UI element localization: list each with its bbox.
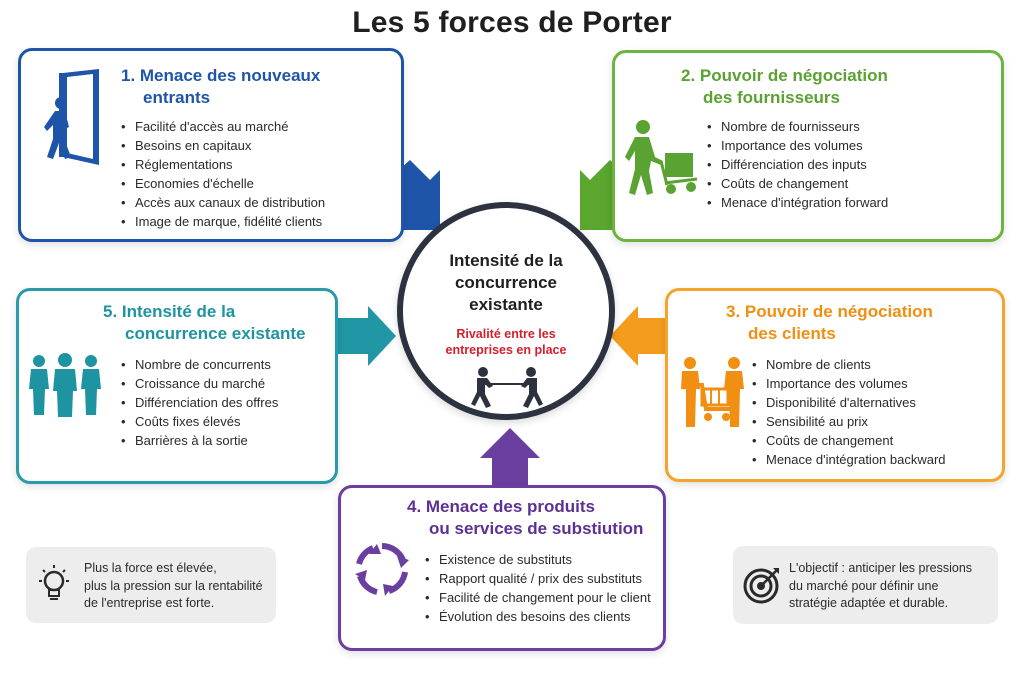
center-circle: Intensité de la concurrence existante Ri…: [397, 202, 615, 420]
force-3-box: 3. Pouvoir de négociation des clients No…: [665, 288, 1005, 482]
list-item: Nombre de concurrents: [121, 355, 278, 374]
force-1-title: 1. Menace des nouveaux entrants: [121, 66, 321, 107]
list-item: Facilité d'accès au marché: [121, 117, 325, 136]
force-2-title: 2. Pouvoir de négociation des fournisseu…: [681, 66, 888, 107]
cycle-arrows-icon: [355, 542, 409, 601]
tug-of-war-icon: [471, 366, 543, 413]
list-item: Évolution des besoins des clients: [425, 607, 651, 626]
list-item: Coûts de changement: [752, 431, 946, 450]
force-4-title: 4. Menace des produits ou services de su…: [407, 497, 644, 538]
list-item: Coûts fixes élevés: [121, 412, 278, 431]
list-item: Rapport qualité / prix des substituts: [425, 569, 651, 588]
force-3-title: 3. Pouvoir de négociation des clients: [726, 302, 933, 343]
arrow-force3: [610, 306, 668, 366]
person-entering-door-icon: [35, 69, 105, 174]
list-item: Coûts de changement: [707, 174, 888, 193]
shopping-cart-customers-icon: [678, 355, 748, 436]
center-title: Intensité de la concurrence existante: [449, 251, 563, 314]
arrow-force4: [480, 428, 540, 486]
list-item: Image de marque, fidélité clients: [121, 212, 325, 231]
list-item: Nombre de fournisseurs: [707, 117, 888, 136]
force-2-list: Nombre de fournisseurs Importance des vo…: [707, 117, 888, 212]
lightbulb-icon: [36, 563, 72, 613]
force-5-title: 5. Intensité de la concurrence existante: [103, 302, 306, 343]
force-1-box: 1. Menace des nouveaux entrants Facilité…: [18, 48, 404, 242]
list-item: Importance des volumes: [707, 136, 888, 155]
target-icon: [743, 566, 781, 610]
list-item: Différenciation des offres: [121, 393, 278, 412]
delivery-person-icon: [619, 117, 705, 202]
force-4-box: 4. Menace des produits ou services de su…: [338, 485, 666, 651]
list-item: Nombre de clients: [752, 355, 946, 374]
note-right: L'objectif : anticiper les pressions du …: [733, 546, 998, 624]
list-item: Barrières à la sortie: [121, 431, 278, 450]
force-2-box: 2. Pouvoir de négociation des fournisseu…: [612, 50, 1004, 242]
page-title: Les 5 forces de Porter: [352, 6, 672, 39]
force-5-list: Nombre de concurrents Croissance du marc…: [121, 355, 278, 450]
force-3-list: Nombre de clients Importance des volumes…: [752, 355, 946, 469]
list-item: Croissance du marché: [121, 374, 278, 393]
force-5-box: 5. Intensité de la concurrence existante…: [16, 288, 338, 484]
center-subtitle: Rivalité entre les entreprises en place: [445, 327, 567, 357]
list-item: Réglementations: [121, 155, 325, 174]
list-item: Importance des volumes: [752, 374, 946, 393]
list-item: Facilité de changement pour le client: [425, 588, 651, 607]
note-right-text: L'objectif : anticiper les pressions du …: [789, 561, 973, 610]
list-item: Différenciation des inputs: [707, 155, 888, 174]
list-item: Menace d'intégration forward: [707, 193, 888, 212]
list-item: Economies d'échelle: [121, 174, 325, 193]
list-item: Besoins en capitaux: [121, 136, 325, 155]
list-item: Existence de substituts: [425, 550, 651, 569]
list-item: Menace d'intégration backward: [752, 450, 946, 469]
note-left-text: Plus la force est élevée, plus la pressi…: [84, 561, 263, 610]
force-1-list: Facilité d'accès au marché Besoins en ca…: [121, 117, 325, 231]
force-4-list: Existence de substituts Rapport qualité …: [425, 550, 651, 626]
list-item: Disponibilité d'alternatives: [752, 393, 946, 412]
list-item: Accès aux canaux de distribution: [121, 193, 325, 212]
note-left: Plus la force est élevée, plus la pressi…: [26, 547, 276, 623]
group-of-people-icon: [25, 353, 105, 422]
list-item: Sensibilité au prix: [752, 412, 946, 431]
arrow-force5: [338, 306, 396, 366]
